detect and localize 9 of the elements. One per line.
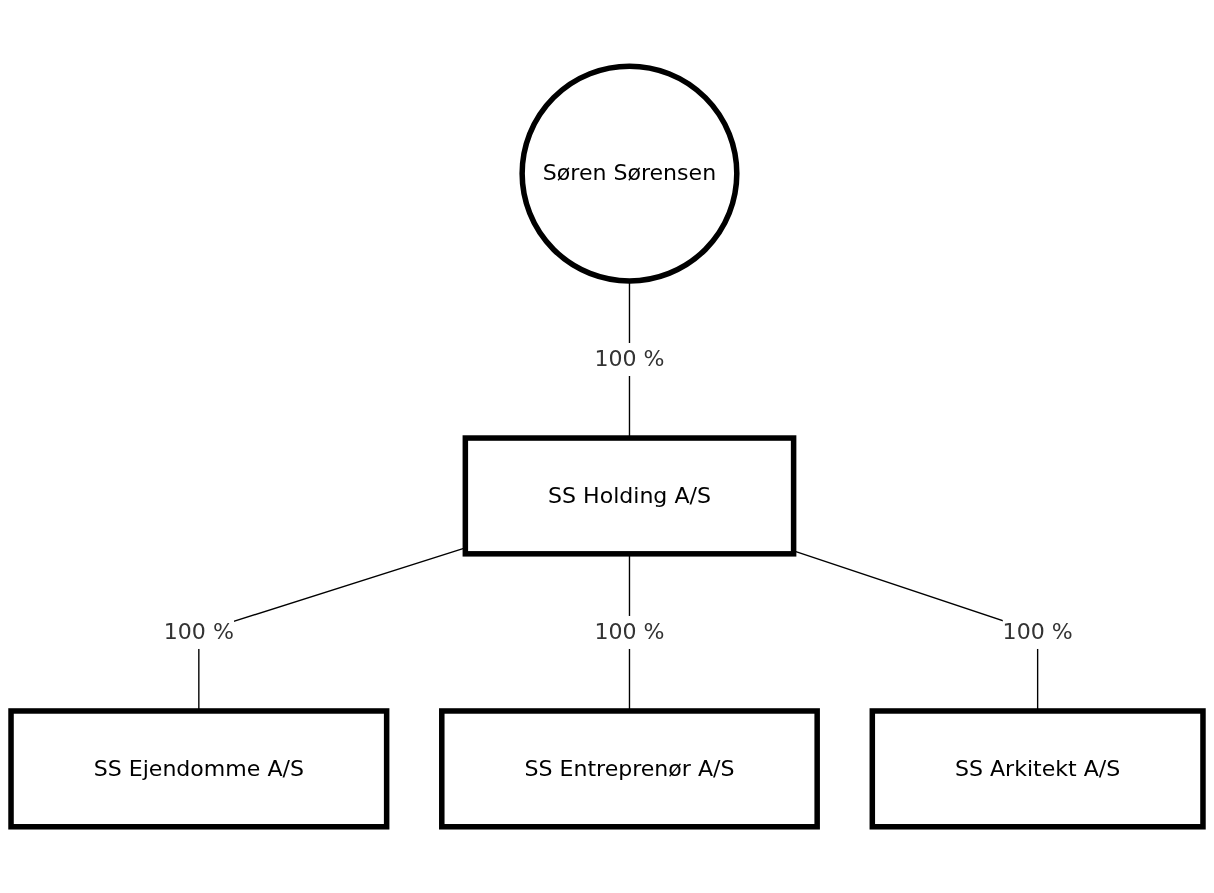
node-box: SS Holding A/S xyxy=(462,435,797,557)
edge-label: 100 % xyxy=(1002,618,1073,645)
node-circle: Søren Sørensen xyxy=(519,63,740,284)
node-box: SS Ejendomme A/S xyxy=(8,708,390,830)
node-box: SS Entreprenør A/S xyxy=(439,708,820,830)
edge-label: 100 % xyxy=(594,345,665,372)
edge-label: 100 % xyxy=(594,618,665,645)
node-box: SS Arkitekt A/S xyxy=(869,708,1206,830)
edge-label: 100 % xyxy=(163,618,234,645)
